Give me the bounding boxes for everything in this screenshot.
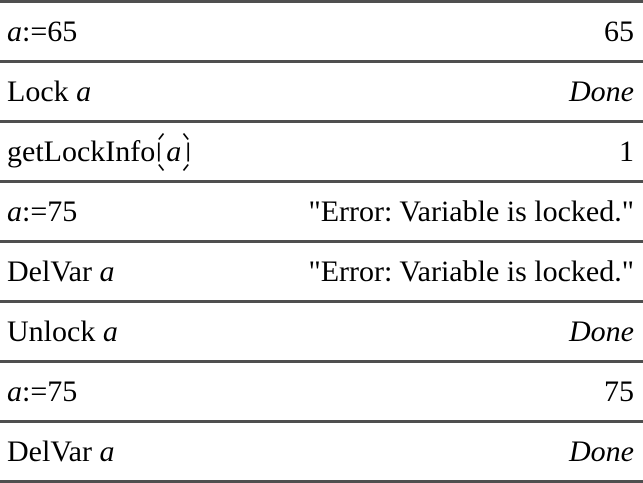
command-token: :=75 xyxy=(22,374,78,408)
expression-result[interactable]: Done xyxy=(569,314,634,348)
expression-result[interactable]: "Error: Variable is locked." xyxy=(308,194,634,228)
variable-token: a xyxy=(99,254,115,288)
expression-input[interactable]: Lock a xyxy=(0,75,91,109)
history-row[interactable]: DelVar a "Error: Variable is locked." xyxy=(0,243,643,303)
expression-result[interactable]: 65 xyxy=(604,14,634,48)
variable-token: a xyxy=(7,374,22,408)
expression-input[interactable]: DelVar a xyxy=(0,435,114,469)
variable-token: a xyxy=(166,134,182,168)
command-token: Lock xyxy=(7,74,77,108)
command-token: DelVar xyxy=(7,434,100,468)
command-token: DelVar xyxy=(7,254,100,288)
expression-result[interactable]: Done xyxy=(569,74,634,108)
variable-token: a xyxy=(7,14,22,48)
expression-input[interactable]: a:=65 xyxy=(0,15,77,49)
variable-token: a xyxy=(99,434,115,468)
history-row[interactable]: a:=75 "Error: Variable is locked." xyxy=(0,183,643,243)
left-paren-icon xyxy=(158,132,165,171)
command-token: getLockInfo xyxy=(7,134,156,168)
history-row[interactable]: a:=75 75 xyxy=(0,363,643,423)
expression-input[interactable]: a:=75 xyxy=(0,375,77,409)
expression-result[interactable]: 75 xyxy=(604,374,634,408)
expression-result[interactable]: Done xyxy=(569,434,634,468)
history-row[interactable]: DelVar a Done xyxy=(0,423,643,483)
variable-token: a xyxy=(7,194,22,228)
expression-input[interactable]: DelVar a xyxy=(0,255,114,289)
history-row[interactable]: Lock a Done xyxy=(0,63,643,123)
command-token: :=65 xyxy=(22,14,78,48)
right-paren-icon xyxy=(183,132,190,171)
expression-result[interactable]: "Error: Variable is locked." xyxy=(308,254,634,288)
expression-input[interactable]: a:=75 xyxy=(0,195,77,229)
history-row[interactable]: Unlock a Done xyxy=(0,303,643,363)
expression-input[interactable]: getLockInfo a xyxy=(0,132,192,172)
history-row[interactable]: getLockInfo a 1 xyxy=(0,123,643,183)
command-token: Unlock xyxy=(7,314,103,348)
expression-input[interactable]: Unlock a xyxy=(0,315,118,349)
variable-token: a xyxy=(102,314,118,348)
variable-token: a xyxy=(76,74,92,108)
command-token: :=75 xyxy=(22,194,78,228)
expression-result[interactable]: 1 xyxy=(619,134,634,168)
history-row[interactable]: a:=65 65 xyxy=(0,3,643,63)
